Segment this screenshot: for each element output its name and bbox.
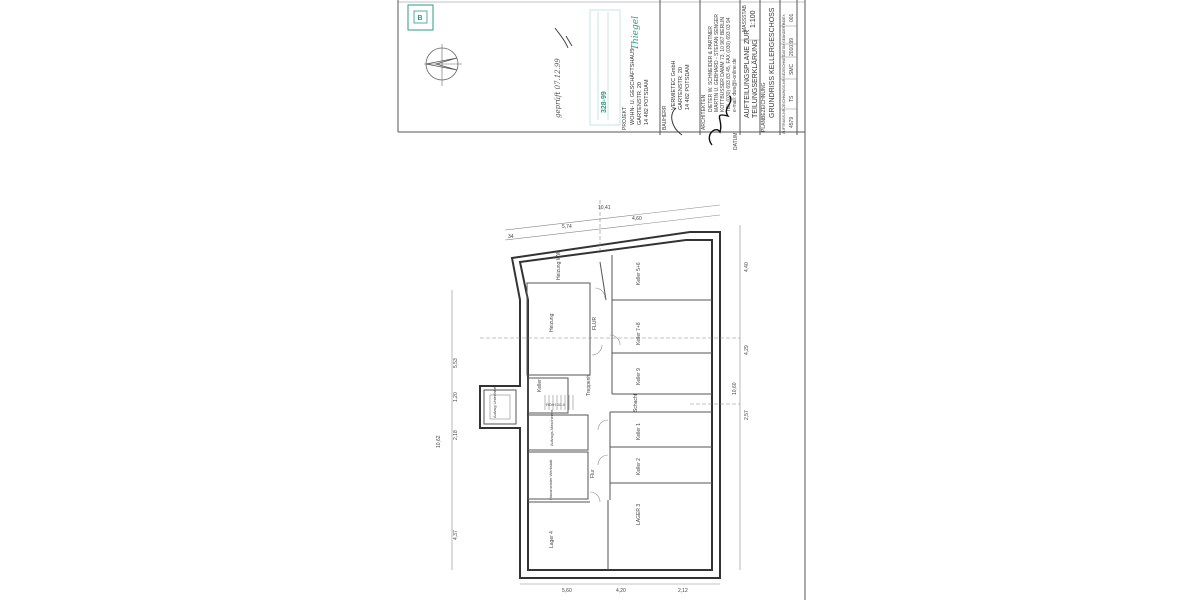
client-line: GARTENSTR. 20	[678, 67, 684, 110]
meta-header: INDEX	[782, 14, 786, 25]
dimension-label: 10,62	[436, 435, 442, 448]
dimension-label: 5,60	[562, 588, 572, 594]
dimensions: 10,41 5,74 4,60 34 4,40 4,29 10,60 2,57 …	[436, 204, 750, 594]
plan-title-line: AUFTEILUNGSPLANE ZUR	[744, 30, 751, 118]
architect-line: DIETER W. SCHNEIDER & PARTNER	[708, 26, 714, 112]
floor-plan	[479, 200, 740, 579]
approval-signature	[554, 27, 573, 49]
meta-header: AUFTRAGS-NR.	[782, 108, 786, 134]
plan-name: GRUNDRISS KELLERGESCHOSS	[769, 7, 776, 118]
room-label: Aufzugs-Maschinenr.	[549, 409, 554, 446]
dimension-label: 4,20	[616, 588, 626, 594]
room-label: Flur	[590, 469, 596, 478]
scale-label: MASSSTAB	[742, 4, 748, 32]
architect-line: MARTIN U. GEBHARD - STEFAN SENGER	[714, 14, 720, 112]
meta-header: GEZEICHNET	[782, 55, 786, 78]
stamp-signature: Thiegel	[631, 16, 641, 50]
room-label: Keller 5+6	[636, 262, 642, 285]
meta-value: SMC	[789, 64, 795, 76]
architect-signature	[708, 95, 732, 146]
room-heizung	[526, 282, 591, 376]
stamp-box: B	[407, 4, 434, 31]
room-label: Heizung WW	[556, 251, 562, 280]
architect-line: KOTTBUSSER DAMM 73, 10 967 BERLIN	[720, 17, 726, 112]
dimension-label: 4,60	[632, 216, 642, 222]
room-label: Heizung	[549, 313, 555, 332]
room-label: FLUR	[592, 317, 598, 330]
project-line: GARTENSTR. 20	[637, 82, 643, 125]
client-line: 14 482 POTSDAM	[685, 64, 691, 110]
room-label: Lager 4	[549, 531, 555, 548]
meta-value: 001	[789, 13, 795, 22]
meta-header: ZEICHNUNGS-NR.	[782, 78, 786, 108]
dimension-label: 1,20	[453, 392, 459, 402]
room-label: RD/H 10.4	[546, 402, 565, 407]
room-label: Treppenh.	[586, 373, 592, 396]
dimension-label: 2,12	[678, 588, 688, 594]
room-label: Keller	[537, 379, 543, 392]
dimension-label: 34	[508, 234, 514, 240]
approval-note: geprüft 07.12.99	[554, 58, 562, 118]
room-label: Keller 1	[636, 423, 642, 440]
meta-value: 4579	[789, 117, 795, 128]
meta-header: GEÄNDERT	[782, 23, 786, 43]
dimension-label: 2,18	[453, 430, 459, 440]
room-label: Keller 9	[636, 368, 642, 385]
dimension-label: 10,60	[732, 382, 738, 395]
project-label: PROJEKT	[622, 107, 628, 130]
meta-header: DATUM	[782, 44, 786, 56]
meta-value: 2010.99	[789, 38, 795, 56]
dimension-label: 10,41	[598, 205, 611, 211]
architect-line: TEL (030) 693 83 45, FAX (030) 693 03 94	[726, 17, 732, 112]
scale-value: 1:100	[750, 10, 757, 28]
client-line: VERMIETEC GmbH	[671, 60, 677, 110]
plan-title-line: TEILUNGSERKLÄRUNG	[751, 39, 759, 118]
dimension-label: 2,57	[744, 410, 750, 420]
room-label: Hausmeister Werkstatt	[548, 459, 553, 500]
date-label: DATUM	[733, 133, 739, 150]
room-label: Aufzug Unterfahrt	[492, 386, 497, 418]
project-line: WOHN- U. GESCHÄFTSHAUS	[629, 48, 636, 125]
meta-value: TS	[789, 95, 795, 102]
dimension-label: 5,53	[453, 358, 459, 368]
plan-name-label: PLANBEZEICHNUNG	[761, 82, 767, 132]
approval-stamp: 328-99 Thiegel	[589, 9, 641, 126]
project-line: 14 482 POTSDAM	[644, 79, 650, 125]
room-labels: Heizung WW Heizung FLUR Keller 5+6 Kelle…	[492, 251, 642, 548]
dimension-label: 4,29	[744, 345, 750, 355]
dimension-label: 4,40	[744, 262, 750, 272]
client-label: BAUHERR	[662, 105, 668, 130]
room-label: LAGER 3	[636, 504, 642, 525]
stamp-letter: B	[417, 15, 422, 22]
title-block: PROJEKT WOHN- U. GESCHÄFTSHAUS GARTENSTR…	[622, 0, 798, 150]
architect-line: e-mail: dws@t-online.de	[732, 58, 738, 112]
room-label: Keller 2	[636, 458, 642, 475]
dimension-label: 4,37	[453, 530, 459, 540]
stamp-number: 328-99	[601, 91, 608, 113]
room-label: Schacht	[633, 393, 639, 412]
client-signature	[671, 107, 683, 136]
room-label: Keller 7+8	[636, 322, 642, 345]
north-arrow-icon	[424, 44, 462, 86]
architect-label: ARCHITEKTEN	[701, 94, 707, 130]
dimension-label: 5,74	[562, 224, 572, 230]
